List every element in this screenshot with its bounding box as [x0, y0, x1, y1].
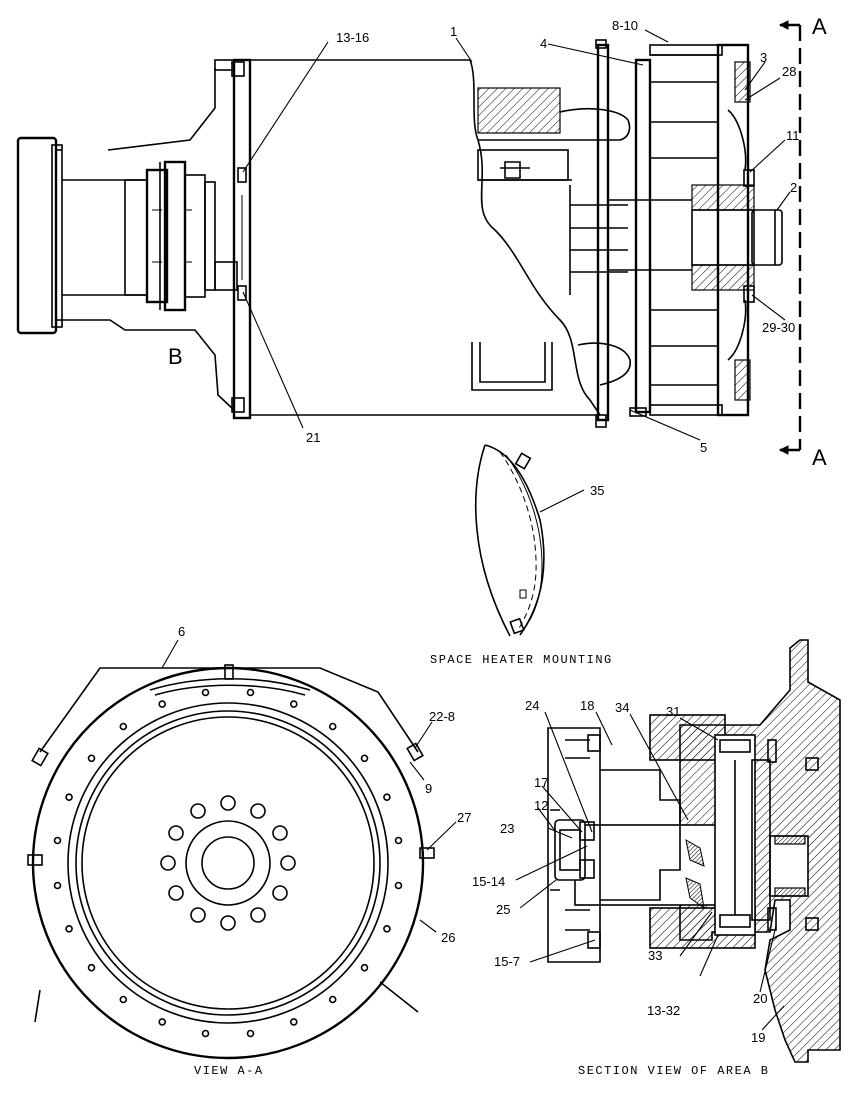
callout-12: 12	[534, 798, 548, 813]
adapter-body	[62, 68, 238, 411]
bolt-hole	[158, 1018, 166, 1026]
bolt-hole	[220, 915, 236, 931]
bolt-hole	[168, 825, 184, 841]
bolt-hole	[87, 754, 96, 763]
callout-13-16: 13-16	[336, 30, 369, 45]
space-heater-detail: 35 SPACE HEATER MOUNTING	[430, 444, 613, 667]
outer-bolt-circle	[53, 688, 403, 1038]
section-view-b: 24 18 34 31 17 12 23 15-14 25 15-7 33 13…	[472, 639, 841, 1078]
bolt-hole	[87, 963, 96, 972]
callout-35: 35	[590, 483, 604, 498]
callout-28: 28	[782, 64, 796, 79]
bolt-hole	[190, 803, 206, 819]
bolt-hole	[65, 924, 73, 933]
callout-8-10: 8-10	[612, 18, 638, 33]
bolt-hole	[272, 885, 288, 901]
callout-9: 9	[425, 781, 432, 796]
bolt-hole	[190, 907, 206, 923]
callout-33: 33	[648, 948, 662, 963]
coupling-hub	[16, 136, 63, 335]
bolt-hole	[360, 754, 369, 763]
inner-bolt-circle	[160, 795, 296, 931]
bolt-hole	[394, 836, 403, 845]
bolt-hole	[383, 924, 391, 933]
bolt-hole	[53, 881, 62, 890]
bolt-hole	[65, 793, 73, 802]
side-view: A A B 13-16 1 4 8-10 3 28 11 2 29-30 21 …	[16, 14, 827, 470]
callout-18: 18	[580, 698, 594, 713]
bolt-hole	[201, 1029, 210, 1038]
callout-22-8: 22-8	[429, 709, 455, 724]
bolt-hole	[168, 885, 184, 901]
bolt-hole	[246, 688, 255, 697]
callout-1: 1	[450, 24, 457, 39]
callout-13-32: 13-32	[647, 1003, 680, 1018]
caption-space-heater-mounting: SPACE HEATER MOUNTING	[430, 653, 613, 667]
callout-25: 25	[496, 902, 510, 917]
bolt-hole	[158, 700, 166, 708]
callout-23: 23	[500, 821, 514, 836]
callout-21: 21	[306, 430, 320, 445]
bolt-hole	[119, 722, 128, 731]
bolt-hole	[280, 855, 296, 871]
callout-4: 4	[540, 36, 547, 51]
callout-20: 20	[753, 991, 767, 1006]
side-view-leaders	[242, 29, 791, 441]
callout-5: 5	[700, 440, 707, 455]
section-marker-b: B	[168, 344, 183, 369]
bolt-hole	[383, 793, 391, 802]
callout-29-30: 29-30	[762, 320, 795, 335]
callout-2: 2	[790, 180, 797, 195]
bolt-hole	[201, 688, 210, 697]
bolt-hole	[160, 855, 176, 871]
bolt-hole	[360, 963, 369, 972]
callout-15-14: 15-14	[472, 874, 505, 889]
callout-26: 26	[441, 930, 455, 945]
bolt-hole	[272, 825, 288, 841]
bolt-hole	[220, 795, 236, 811]
callout-11: 11	[786, 128, 800, 143]
callout-24: 24	[525, 698, 539, 713]
section-line-a-a: A A	[778, 14, 827, 470]
generator-housing	[250, 59, 631, 416]
callout-27: 27	[457, 810, 471, 825]
callout-19: 19	[751, 1030, 765, 1045]
bolt-hole	[328, 722, 337, 731]
bolt-hole	[119, 995, 128, 1004]
callout-34: 34	[615, 700, 629, 715]
bolt-hole	[250, 907, 266, 923]
callout-17: 17	[534, 775, 548, 790]
bolt-hole	[328, 995, 337, 1004]
section-marker-a-bottom: A	[812, 445, 827, 470]
caption-view-a-a: VIEW A-A	[194, 1064, 264, 1078]
stator-flange	[214, 58, 252, 420]
view-a-a: 6 22-8 9 27 26 VIEW A-A	[27, 624, 471, 1078]
callout-31: 31	[666, 704, 680, 719]
bolt-hole	[53, 836, 62, 845]
bolt-hole	[250, 803, 266, 819]
section-marker-a-top: A	[812, 14, 827, 39]
caption-section-view-area-b: SECTION VIEW OF AREA B	[578, 1064, 769, 1078]
bolt-hole	[289, 1018, 298, 1026]
bolt-hole	[289, 700, 298, 708]
bolt-hole	[246, 1029, 255, 1038]
end-bracket	[595, 39, 783, 428]
section-b-leaders	[515, 711, 785, 1031]
callout-6: 6	[178, 624, 185, 639]
callout-3: 3	[760, 50, 767, 65]
callout-15-7: 15-7	[494, 954, 520, 969]
bolt-hole	[394, 881, 403, 890]
